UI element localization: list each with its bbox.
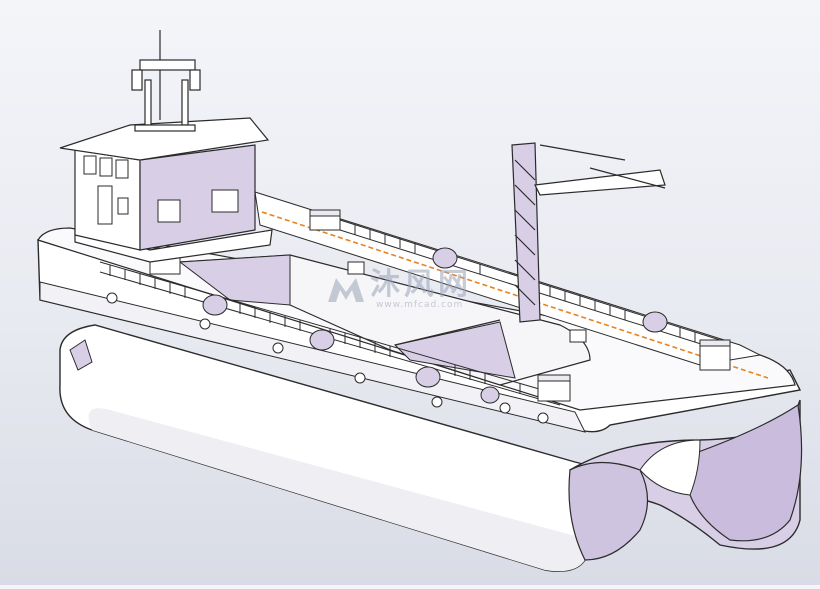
bow-left-pontoon-end: [568, 461, 649, 561]
hold-wall-aft: [178, 254, 291, 306]
portholes: [106, 292, 549, 424]
wheelhouse-door: [97, 185, 113, 225]
fenders: [202, 247, 668, 404]
rudder: [69, 339, 93, 371]
watermark-logo-icon: [328, 278, 364, 302]
watermark-url: www.mfcad.com: [376, 300, 464, 310]
watermark-text: 沐风网: [370, 267, 472, 302]
wheelhouse-side: [139, 144, 256, 251]
bow-right-pontoon: [689, 403, 803, 542]
hull-belt: [39, 281, 586, 433]
pontoon-front-shade: [88, 408, 591, 572]
mast: [131, 30, 201, 132]
wheelhouse-base: [74, 229, 273, 263]
bow-tunnel-arch: [639, 439, 701, 496]
hold-wall-mid: [394, 321, 516, 379]
deck-crane: [511, 142, 666, 323]
watermark: 沐风网 www.mfcad.com: [326, 268, 496, 312]
hold-divider: [394, 319, 501, 346]
wheelhouse-roof: [59, 117, 270, 161]
wheelhouse-windows: [83, 155, 239, 223]
guide-line: [261, 211, 769, 379]
